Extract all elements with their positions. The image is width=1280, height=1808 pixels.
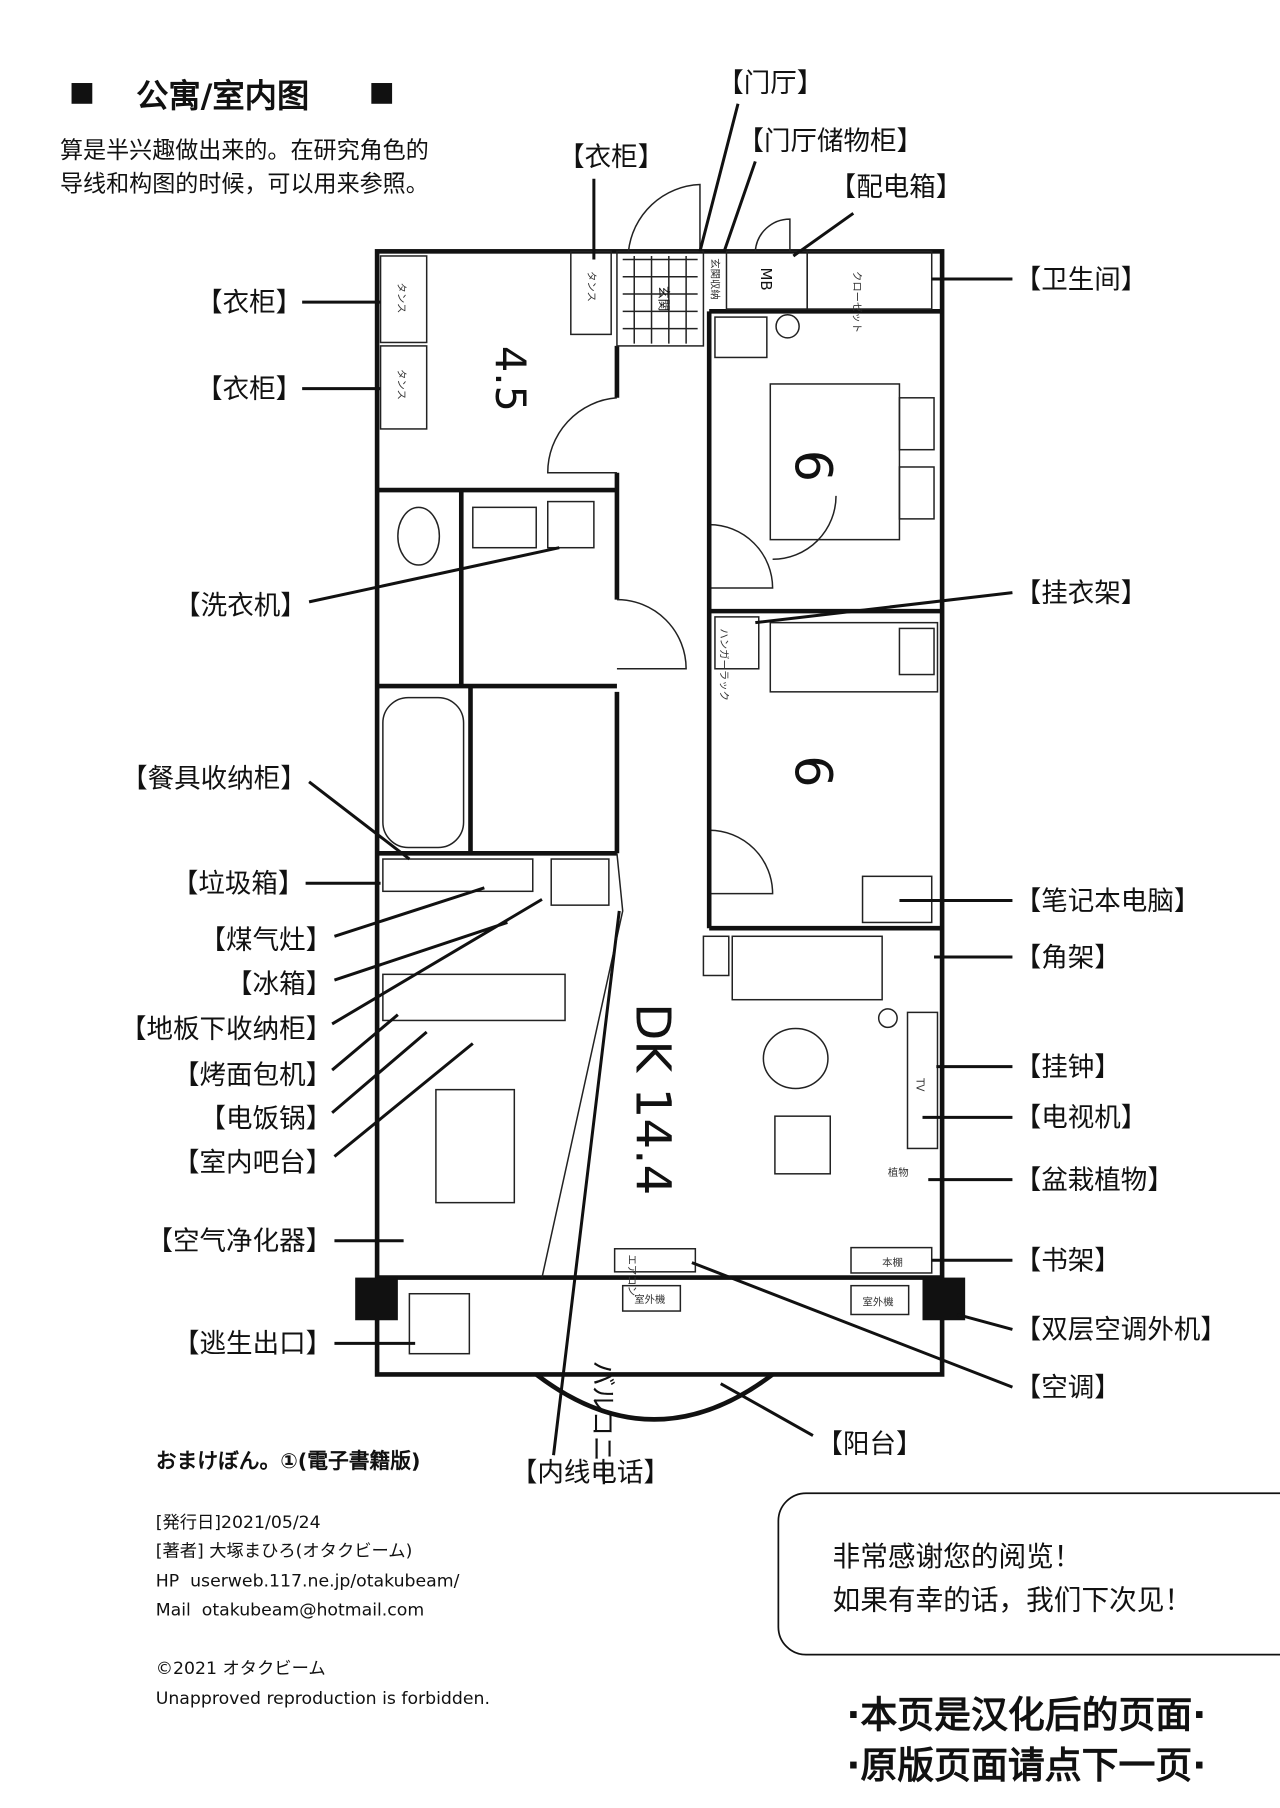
label-emergency-exit: 【逃生出口】 bbox=[173, 1329, 332, 1360]
translator-note: ·本页是汉化后的页面· bbox=[846, 1693, 1206, 1736]
translator-note: ·原版页面请点下一页· bbox=[846, 1744, 1206, 1787]
outdoor-unit-text: 室外機 bbox=[863, 1295, 894, 1308]
description-line: 算是半兴趣做出来的。在研究角色的 bbox=[60, 138, 429, 164]
label-wall-clock: 【挂钟】 bbox=[1015, 1052, 1121, 1083]
label-entrance: 【门厅】 bbox=[717, 68, 823, 99]
label-bookshelf: 【书架】 bbox=[1015, 1246, 1121, 1277]
label-washing-machine: 【洗衣机】 bbox=[174, 591, 307, 622]
mail: Mail otakubeam@hotmail.com bbox=[156, 1600, 425, 1620]
label-air-purifier: 【空气净化器】 bbox=[147, 1226, 333, 1257]
label-corner-shelf: 【角架】 bbox=[1015, 942, 1121, 973]
label-counter: 【室内吧台】 bbox=[173, 1148, 332, 1179]
label-rice-cooker: 【电饭锅】 bbox=[200, 1104, 333, 1135]
hanger-text: ハンガーラック bbox=[718, 628, 730, 701]
label-intercom: 【内线电话】 bbox=[511, 1458, 670, 1489]
label-breaker-box: 【配电箱】 bbox=[830, 172, 963, 203]
label-balcony: 【阳台】 bbox=[816, 1429, 922, 1460]
genkan-storage-text: 玄関収納 bbox=[708, 258, 721, 299]
tansu-text: タンス bbox=[395, 369, 407, 400]
room-size-6-lower: 6 bbox=[784, 755, 843, 787]
reproduction-notice: Unapproved reproduction is forbidden. bbox=[156, 1689, 490, 1709]
book-title: おまけぼん。①(電子書籍版) bbox=[156, 1449, 421, 1473]
outdoor-unit-text: 室外機 bbox=[634, 1293, 665, 1306]
aircon-text: エアコン bbox=[625, 1255, 637, 1296]
homepage: HP userweb.117.ne.jp/otakubeam/ bbox=[156, 1572, 460, 1592]
label-wardrobe-top: 【衣柜】 bbox=[558, 142, 664, 173]
plant-text: 植物 bbox=[888, 1166, 909, 1179]
tv-text: TV bbox=[914, 1077, 926, 1091]
room-size-4-5: 4.5 bbox=[486, 346, 535, 412]
floorplan: 4.5 6 6 DK 14.4 玄関 玄関収納 MB クローゼット タンス タン… bbox=[355, 183, 966, 1487]
bullet-square bbox=[371, 83, 393, 104]
label-laptop: 【笔记本电脑】 bbox=[1015, 886, 1201, 917]
author: [著者] 大塚まひろ(オタクビーム) bbox=[156, 1542, 413, 1562]
room-size-6-upper: 6 bbox=[784, 450, 843, 482]
balcony-text: バルコニー bbox=[588, 1361, 618, 1487]
closet-text: クローゼット bbox=[850, 271, 862, 333]
label-outdoor-units: 【双层空调外机】 bbox=[1015, 1315, 1227, 1346]
label-entrance-storage: 【门厅储物柜】 bbox=[737, 126, 923, 157]
label-plant: 【盆栽植物】 bbox=[1015, 1165, 1174, 1196]
page-title: 公寓/室内图 bbox=[136, 77, 309, 115]
label-wardrobe: 【衣柜】 bbox=[196, 374, 302, 405]
publish-date: [発行日]2021/05/24 bbox=[156, 1513, 321, 1533]
label-underfloor-storage: 【地板下收纳柜】 bbox=[120, 1014, 332, 1045]
thanks-box bbox=[777, 1492, 1280, 1656]
bookshelf-text: 本棚 bbox=[882, 1256, 903, 1269]
label-tv: 【电视机】 bbox=[1015, 1103, 1148, 1134]
thanks-line: 非常感谢您的阅览！ bbox=[833, 1540, 1082, 1573]
leader-lines bbox=[302, 103, 1013, 1456]
bullet-square bbox=[71, 83, 93, 104]
label-air-conditioner: 【空调】 bbox=[1015, 1372, 1121, 1403]
tansu-text: タンス bbox=[395, 283, 407, 314]
thanks-line: 如果有幸的话，我们下次见！ bbox=[833, 1584, 1193, 1617]
description-line: 导线和构图的时候，可以用来参照。 bbox=[60, 171, 429, 197]
label-gas-stove: 【煤气灶】 bbox=[200, 925, 333, 956]
copyright: ©2021 オタクビーム bbox=[156, 1659, 326, 1679]
mb-text: MB bbox=[757, 268, 775, 291]
genkan-text: 玄関 bbox=[657, 286, 672, 311]
label-hanger-rack: 【挂衣架】 bbox=[1015, 578, 1148, 609]
label-trash-bin: 【垃圾箱】 bbox=[172, 868, 305, 899]
label-bathroom: 【卫生间】 bbox=[1015, 264, 1148, 295]
label-dish-cabinet: 【餐具收纳柜】 bbox=[121, 764, 307, 795]
label-toaster: 【烤面包机】 bbox=[173, 1060, 332, 1091]
tansu-text: タンス bbox=[585, 271, 597, 302]
label-wardrobe: 【衣柜】 bbox=[196, 287, 302, 318]
label-fridge: 【冰箱】 bbox=[226, 969, 332, 1000]
dk-size: DK 14.4 bbox=[625, 1003, 681, 1195]
